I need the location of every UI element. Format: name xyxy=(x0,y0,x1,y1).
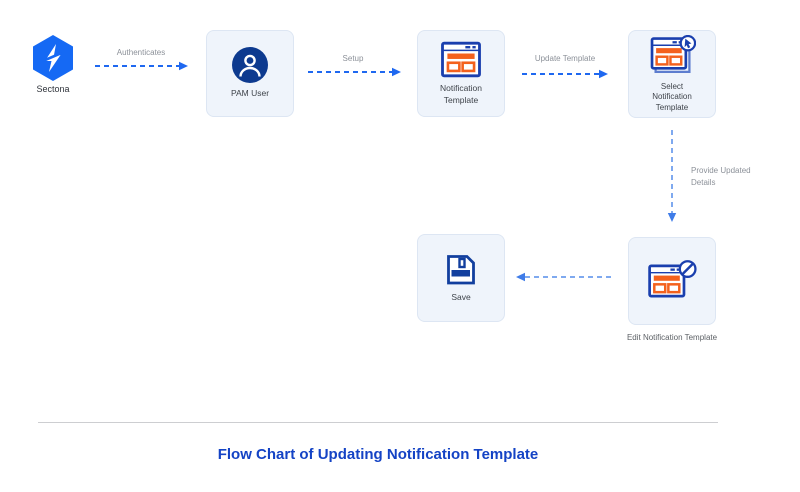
authenticates-arrow xyxy=(95,60,188,72)
notification-template-label: Notification Template xyxy=(440,83,482,105)
save-label: Save xyxy=(451,291,471,302)
sectona-label: Sectona xyxy=(36,84,70,94)
update-template-arrow xyxy=(522,68,608,80)
notification-template-icon xyxy=(440,41,482,78)
cursor-icon xyxy=(684,38,692,49)
select-template-icon xyxy=(648,34,696,77)
notification-template-label-line2: Template xyxy=(443,94,479,105)
edit-template-icon xyxy=(647,260,697,302)
provide-updated-details-line2: Details xyxy=(691,178,716,187)
authenticates-arrow-label: Authenticates xyxy=(116,48,166,57)
save-icon xyxy=(444,253,478,287)
pencil-icon xyxy=(681,263,694,275)
select-label-line2: Notification xyxy=(652,92,692,102)
node-notification-template: Notification Template xyxy=(417,30,505,117)
edit-notification-template-label: Edit Notification Template xyxy=(626,333,718,342)
provide-updated-details-label: Provide Updated Details xyxy=(691,165,771,189)
node-select-notification-template: Select Notification Template xyxy=(628,30,716,118)
sectona-logo-icon xyxy=(33,35,73,81)
update-template-arrow-label: Update Template xyxy=(534,54,596,63)
pam-user-label: PAM User xyxy=(230,88,270,99)
user-icon xyxy=(232,47,268,84)
select-label-line3: Template xyxy=(655,102,689,112)
provide-updated-details-line1: Provide Updated xyxy=(691,166,751,175)
setup-arrow xyxy=(308,66,401,78)
node-save: Save xyxy=(417,234,505,322)
page-title: Flow Chart of Updating Notification Temp… xyxy=(217,446,539,463)
node-edit-notification-template xyxy=(628,237,716,325)
divider-line xyxy=(38,422,718,423)
provide-updated-details-arrow xyxy=(666,130,678,222)
edit-to-save-arrow xyxy=(516,271,611,283)
node-pam-user: PAM User xyxy=(206,30,294,117)
setup-arrow-label: Setup xyxy=(342,54,364,63)
notification-template-label-line1: Notification xyxy=(439,83,483,94)
select-label-line1: Select xyxy=(660,81,684,91)
select-notification-template-label: Select Notification Template xyxy=(652,82,692,113)
